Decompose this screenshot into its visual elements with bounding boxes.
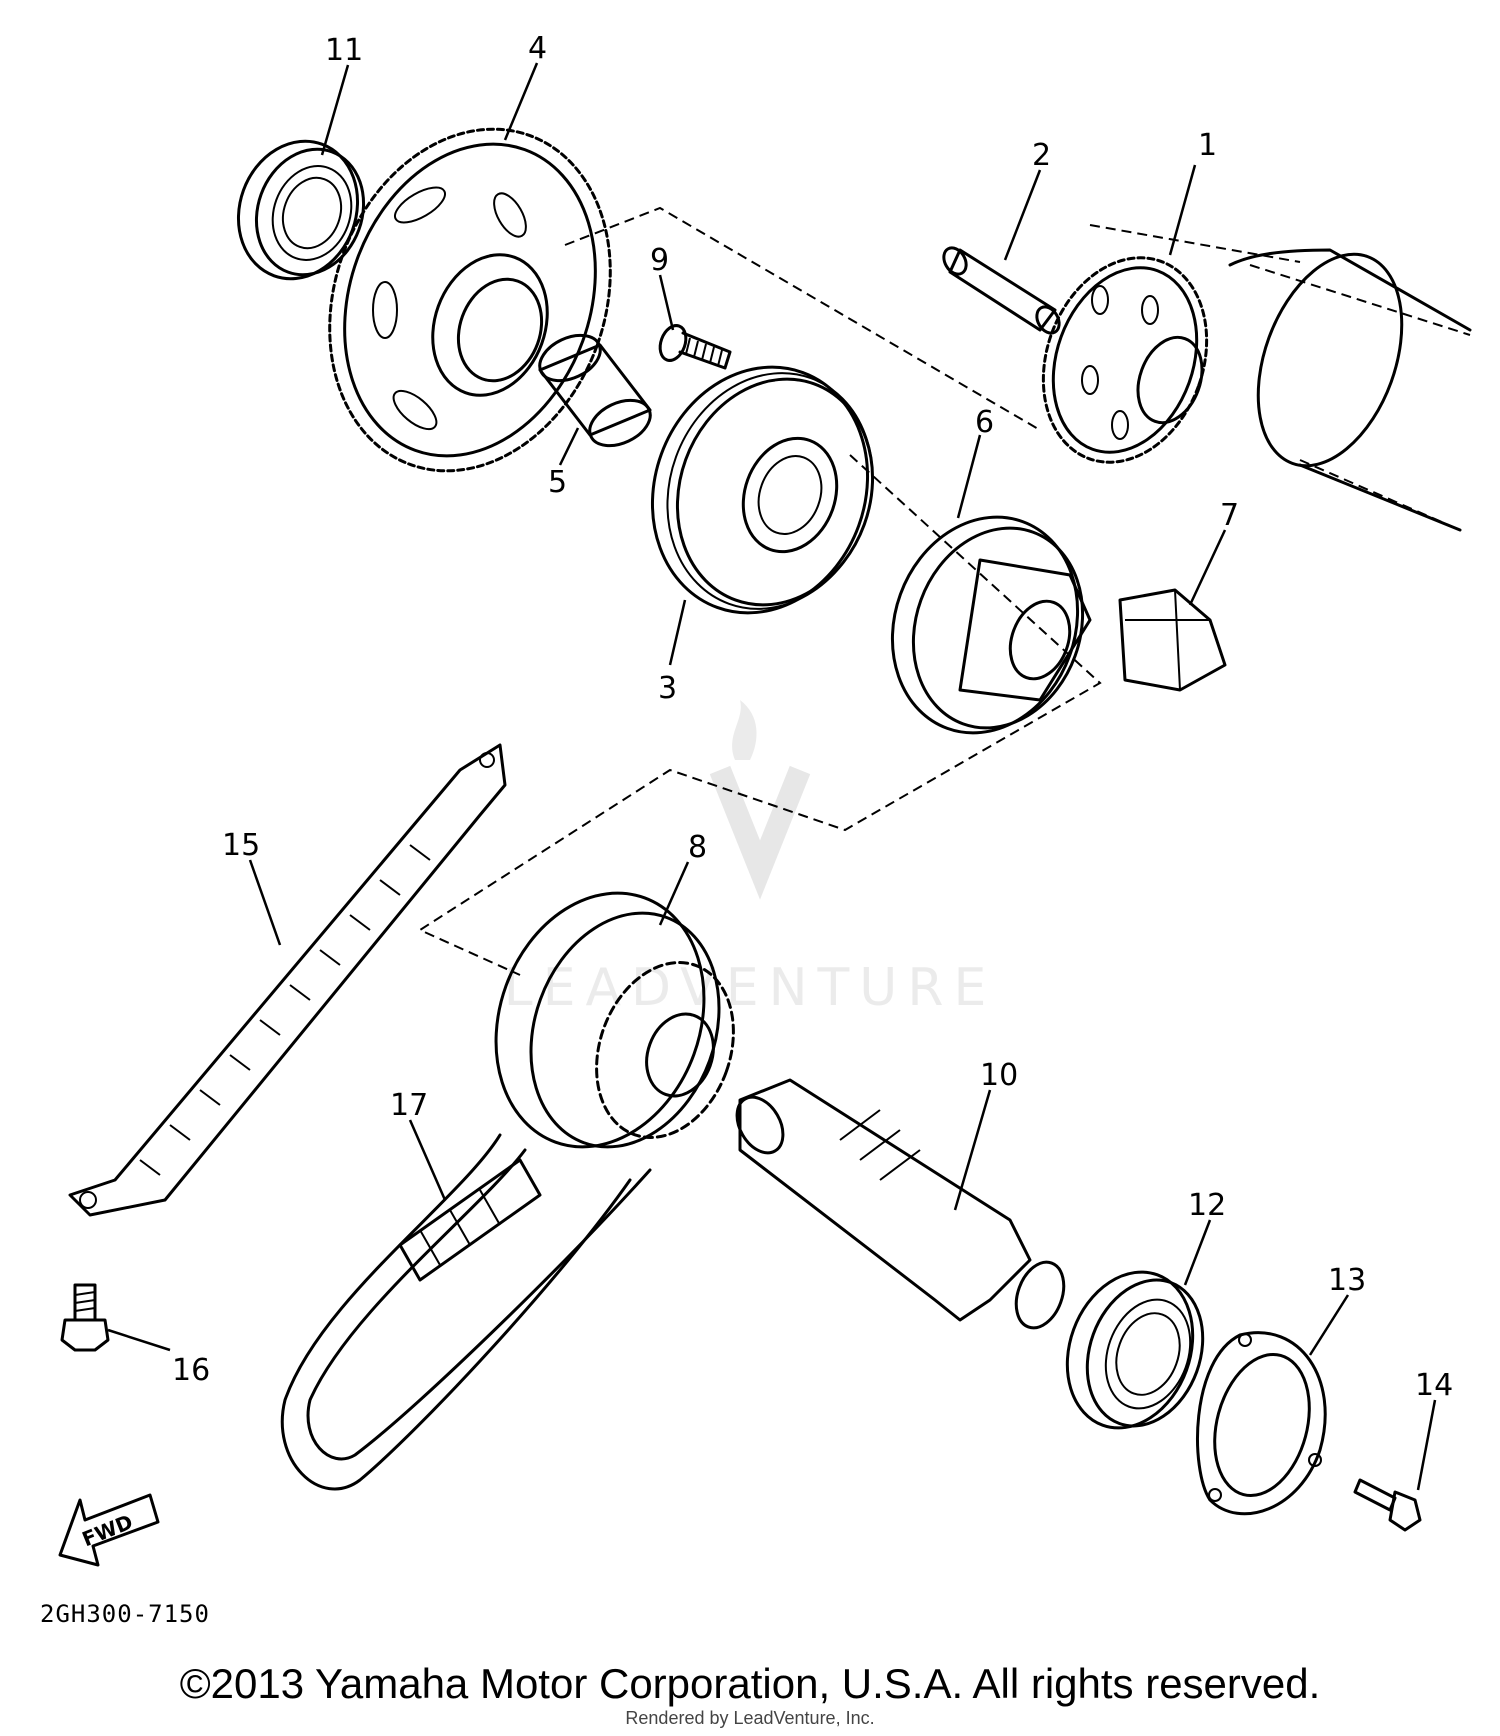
part-9-bolt <box>658 324 732 370</box>
part-5-bushing <box>538 333 652 448</box>
callout-15: 15 <box>222 828 260 863</box>
starter-motor-body <box>1228 248 1472 532</box>
callout-16: 16 <box>172 1353 210 1388</box>
watermark-text: LEADVENTURE <box>504 958 997 1018</box>
callout-8: 8 <box>688 830 707 865</box>
callout-4: 4 <box>528 31 547 66</box>
part-4-starter-wheel-gear <box>328 127 612 473</box>
leadventure-watermark: LEADVENTURE <box>504 700 997 1018</box>
part-2-shaft <box>942 246 1061 335</box>
part-10-shaft <box>735 1078 1066 1330</box>
callout-7: 7 <box>1220 498 1239 533</box>
render-credit: Rendered by LeadVenture, Inc. <box>625 1708 875 1728</box>
fwd-arrow-label: FWD <box>79 1510 137 1552</box>
part-16-bolt <box>60 1283 110 1352</box>
part-14-screw <box>1353 1478 1422 1532</box>
callout-1: 1 <box>1198 128 1217 163</box>
part-17-chain <box>280 1133 652 1491</box>
callout-9: 9 <box>650 243 669 278</box>
callout-11: 11 <box>325 33 363 68</box>
part-3-clutch-outer <box>650 365 875 615</box>
part-6-clutch-hub <box>890 515 1092 735</box>
callout-14: 14 <box>1415 1368 1453 1403</box>
part-12-bearing <box>1065 1270 1205 1430</box>
copyright-notice: ©2013 Yamaha Motor Corporation, U.S.A. A… <box>179 1660 1321 1707</box>
drawing-code: 2GH300-7150 <box>40 1600 210 1628</box>
assembly-dashed-lines <box>417 206 1471 976</box>
callout-2: 2 <box>1032 138 1051 173</box>
callout-10: 10 <box>980 1058 1018 1093</box>
part-7-roller <box>1118 588 1227 692</box>
part-15-chain-guide <box>68 743 507 1217</box>
callout-6: 6 <box>975 405 994 440</box>
callout-5: 5 <box>548 465 567 500</box>
part-13-retainer-plate <box>1196 1331 1327 1516</box>
callout-3: 3 <box>658 671 677 706</box>
callout-12: 12 <box>1188 1188 1226 1223</box>
part-1-idler-gear <box>1041 256 1209 464</box>
fwd-arrow-icon: FWD <box>58 1493 160 1567</box>
callout-17: 17 <box>390 1088 428 1123</box>
part-8-sprocket <box>494 891 735 1149</box>
leader-lines <box>107 62 1437 1491</box>
callout-13: 13 <box>1328 1263 1366 1298</box>
callout-numbers: 1 2 3 4 5 6 7 8 9 10 11 12 13 14 15 16 1… <box>172 31 1453 1403</box>
part-11-bearing <box>236 139 366 281</box>
